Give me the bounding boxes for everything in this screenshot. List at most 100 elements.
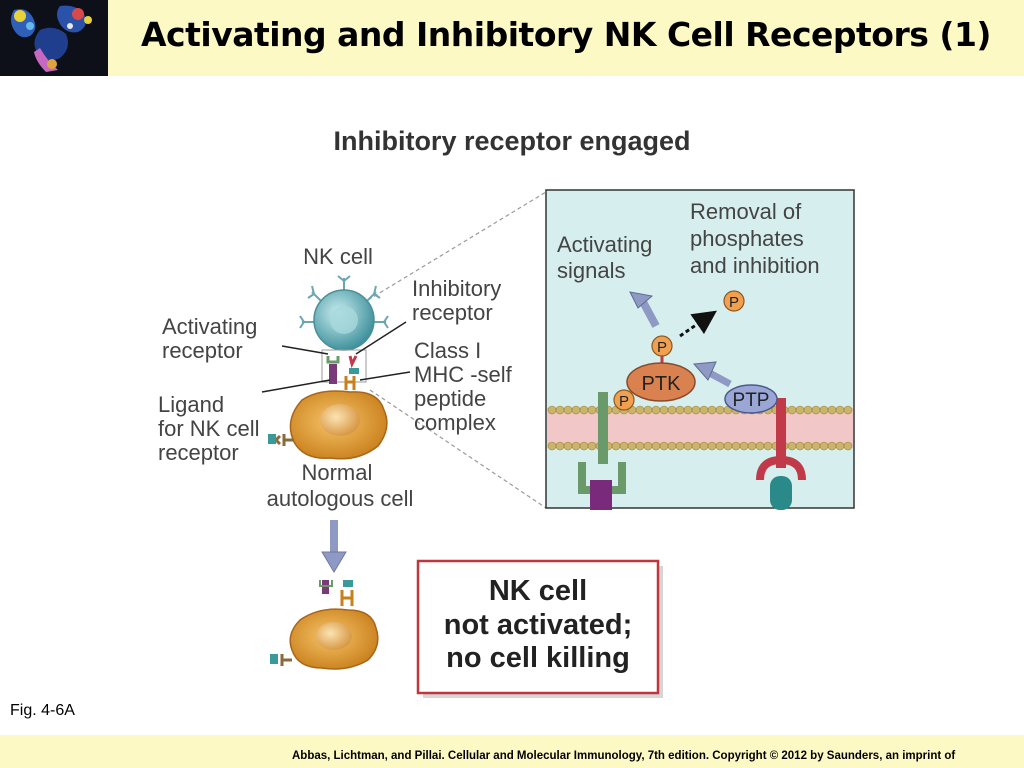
lipid-head	[699, 405, 709, 415]
lipid-head	[651, 405, 661, 415]
nk-cell-diagram: Inhibitory receptor engaged NK cell	[158, 126, 855, 698]
lipid-head	[827, 405, 837, 415]
class-i-mhc-label: Class I MHC -self peptide complex	[414, 338, 518, 435]
lipid-head	[635, 405, 645, 415]
lipid-head	[611, 441, 621, 451]
lipid-head	[835, 441, 845, 451]
phosphate-group: P P P	[613, 290, 745, 411]
activating-receptor-label: Activating receptor	[162, 314, 264, 363]
lipid-head	[787, 405, 797, 415]
lipid-head	[619, 441, 629, 451]
lipid-head	[803, 405, 813, 415]
lipid-head	[579, 405, 589, 415]
citation: Abbas, Lichtman, and Pillai. Cellular an…	[292, 750, 956, 762]
outcome-line-1: NK cell	[489, 575, 587, 607]
lipid-head	[707, 441, 717, 451]
lipid-head	[667, 441, 677, 451]
lipid-head	[819, 441, 829, 451]
lipid-head	[763, 441, 773, 451]
lipid-head	[811, 405, 821, 415]
lipid-head	[675, 441, 685, 451]
normal-autologous-cell	[268, 390, 388, 460]
ptp-enzyme: PTP	[724, 384, 778, 414]
lipid-head	[819, 405, 829, 415]
inhibitory-receptor-label: Inhibitory receptor	[412, 276, 507, 325]
lipid-head	[739, 441, 749, 451]
lipid-head	[755, 441, 765, 451]
lipid-head	[643, 441, 653, 451]
lipid-head	[563, 441, 573, 451]
lipid-head	[683, 441, 693, 451]
svg-text:P: P	[619, 393, 629, 410]
activating-receptor-small	[326, 356, 340, 384]
lipid-head	[715, 441, 725, 451]
lipid-head	[563, 405, 573, 415]
lipid-head	[747, 441, 757, 451]
lipid-head	[835, 405, 845, 415]
lipid-head	[547, 441, 557, 451]
inhibitory-receptor-small	[344, 355, 359, 390]
removal-label: Removal of phosphates and inhibition	[690, 199, 820, 278]
diagram-heading: Inhibitory receptor engaged	[333, 126, 690, 156]
lipid-head	[715, 405, 725, 415]
inhibitory-receptor	[756, 398, 806, 510]
lipid-head	[555, 441, 565, 451]
lipid-head	[731, 441, 741, 451]
lipid-head	[843, 441, 853, 451]
lipid-head	[723, 441, 733, 451]
lipid-head	[587, 441, 597, 451]
activating-signal-arrow-icon	[629, 291, 660, 328]
ptk-enzyme: PTK	[626, 356, 696, 402]
ligand-label: Ligand for NK cell receptor	[158, 392, 266, 465]
lipid-head	[811, 441, 821, 451]
slide-footer	[0, 735, 1024, 768]
lipid-head	[699, 441, 709, 451]
lipid-head	[827, 441, 837, 451]
lipid-head	[707, 405, 717, 415]
lipid-head	[547, 405, 557, 415]
projection-lines	[367, 191, 547, 509]
lipid-head	[579, 441, 589, 451]
zoom-frame	[321, 349, 367, 383]
svg-text:P: P	[729, 294, 739, 311]
activating-receptor	[578, 392, 626, 510]
down-arrow-icon	[321, 520, 347, 573]
lipid-head	[643, 405, 653, 415]
lipid-head	[675, 405, 685, 415]
lipid-head	[659, 405, 669, 415]
outcome-line-3: no cell killing	[446, 642, 630, 674]
antibody-logo	[0, 0, 108, 76]
svg-text:PTK: PTK	[642, 373, 682, 395]
cell-membrane	[547, 405, 853, 451]
lipid-head	[691, 405, 701, 415]
nk-cell-label: NK cell	[303, 244, 373, 269]
lipid-head	[587, 405, 597, 415]
lipid-head	[635, 441, 645, 451]
outcome-box: NK cell not activated; no cell killing	[416, 559, 663, 698]
lipid-head	[795, 441, 805, 451]
lipid-head	[571, 405, 581, 415]
signaling-inset: PTK PTP P P P Activating	[545, 189, 855, 510]
activating-signals-label: Activating signals	[557, 232, 659, 283]
slide-title: Activating and Inhibitory NK Cell Recept…	[141, 15, 992, 54]
slide-header: Activating and Inhibitory NK Cell Recept…	[0, 0, 1024, 76]
nk-cell: NK cell	[299, 244, 389, 351]
svg-text:PTP: PTP	[733, 390, 770, 411]
leader-lines	[261, 321, 411, 393]
normal-cell-label: Normal autologous cell	[267, 460, 414, 511]
lipid-head	[787, 441, 797, 451]
lipid-head	[683, 405, 693, 415]
lipid-head	[659, 441, 669, 451]
outcome-line-2: not activated;	[444, 609, 633, 641]
lipid-head	[667, 405, 677, 415]
lipid-head	[627, 441, 637, 451]
ptp-arrow-icon	[692, 361, 732, 388]
lipid-head	[691, 441, 701, 451]
lipid-head	[571, 441, 581, 451]
figure-label: Fig. 4-6A	[10, 702, 75, 719]
lipid-head	[795, 405, 805, 415]
result-cell	[270, 580, 379, 670]
lipid-head	[843, 405, 853, 415]
lipid-head	[555, 405, 565, 415]
lipid-head	[803, 441, 813, 451]
